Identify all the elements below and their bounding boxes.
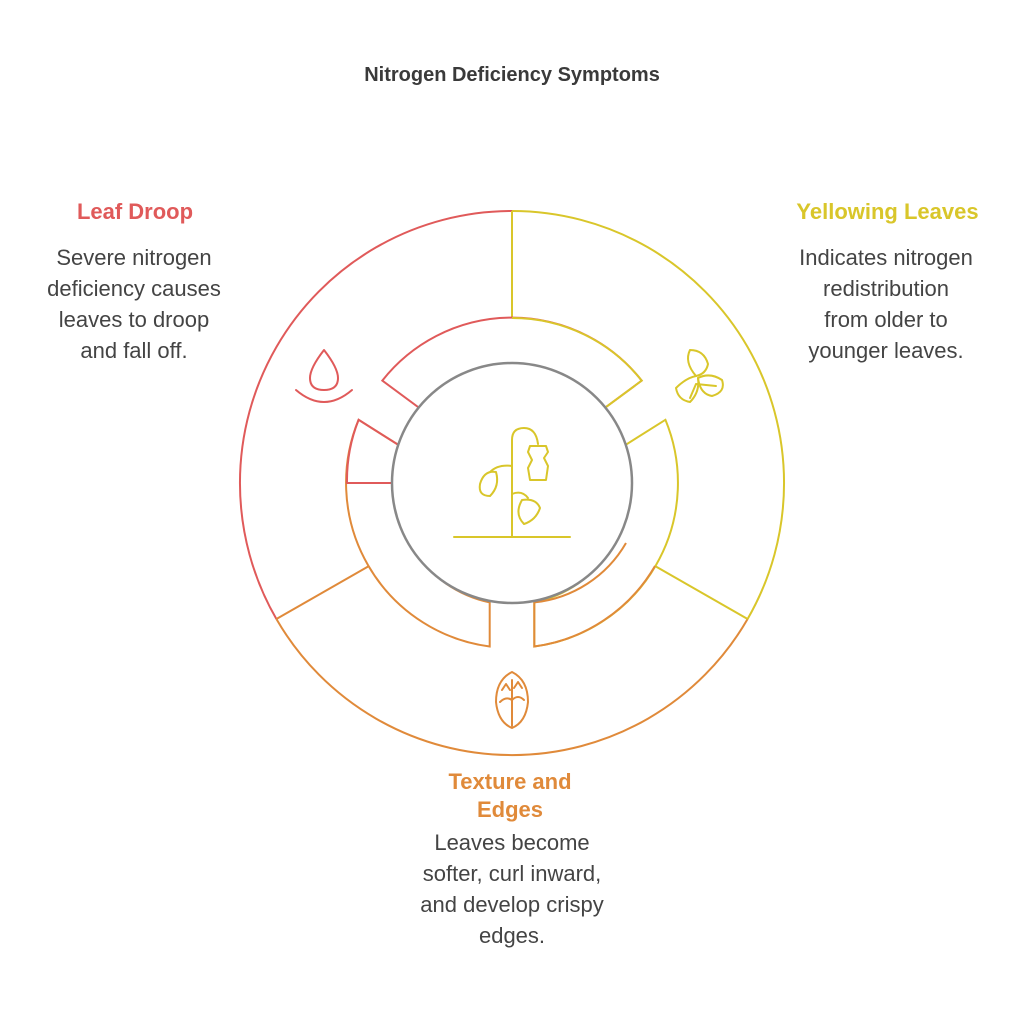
description-line: and develop crispy: [420, 892, 604, 917]
yellowing-leaves-description: Indicates nitrogen redistribution from o…: [772, 242, 1000, 366]
water-drop-icon: [295, 349, 353, 403]
description-line: Leaves become: [434, 830, 590, 855]
title-line: Edges: [476, 797, 544, 822]
wilting-plant-icon: [453, 427, 571, 538]
description-line: and fall off.: [80, 338, 188, 363]
leaf-droop-title: Leaf Droop: [76, 199, 194, 224]
description-line: redistribution: [823, 276, 949, 301]
title-line: Texture and: [448, 769, 572, 794]
description-line: Severe nitrogen: [56, 245, 212, 270]
page-title: Nitrogen Deficiency Symptoms: [364, 64, 660, 86]
yellowing-leaves-title: Yellowing Leaves: [796, 199, 979, 224]
outer-arc-leaf-droop: [239, 210, 513, 620]
inner-band-right-bottom-overlay: [533, 542, 656, 648]
outer-arc-yellowing: [511, 210, 785, 620]
description-line: edges.: [478, 923, 546, 948]
texture-edges-description: Leaves become softer, curl inward, and d…: [398, 827, 626, 951]
description-line: deficiency causes: [47, 276, 221, 301]
description-line: younger leaves.: [808, 338, 964, 363]
outer-arc-texture: [275, 618, 749, 757]
divider-right: [654, 565, 749, 620]
texture-edges-title: Texture and Edges: [405, 768, 615, 824]
crispy-leaf-icon: [495, 671, 529, 729]
leaf-droop-description: Severe nitrogen deficiency causes leaves…: [24, 242, 244, 366]
leaves-icon: [675, 349, 724, 403]
description-line: from older to: [824, 307, 948, 332]
description-line: Indicates nitrogen: [799, 245, 973, 270]
description-line: softer, curl inward,: [422, 861, 602, 886]
description-line: leaves to droop: [58, 307, 210, 332]
divider-left: [275, 565, 370, 620]
